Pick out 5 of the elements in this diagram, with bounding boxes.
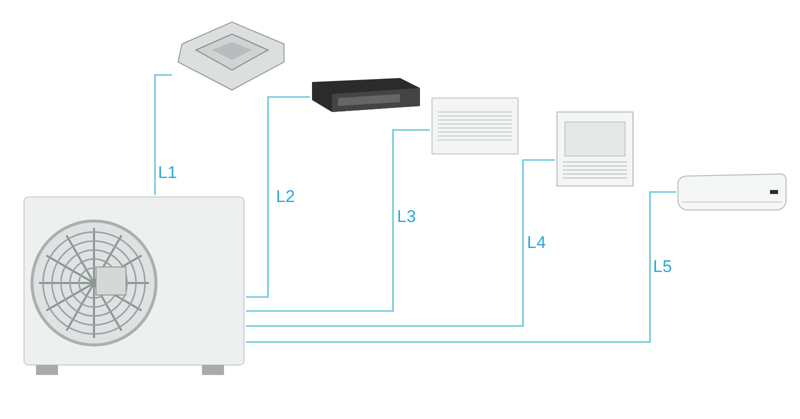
pipe-line [246, 159, 555, 327]
pipe-line [154, 74, 172, 195]
pipe-line [246, 129, 430, 312]
pipe-line [246, 191, 676, 343]
pipe-line [246, 96, 310, 298]
